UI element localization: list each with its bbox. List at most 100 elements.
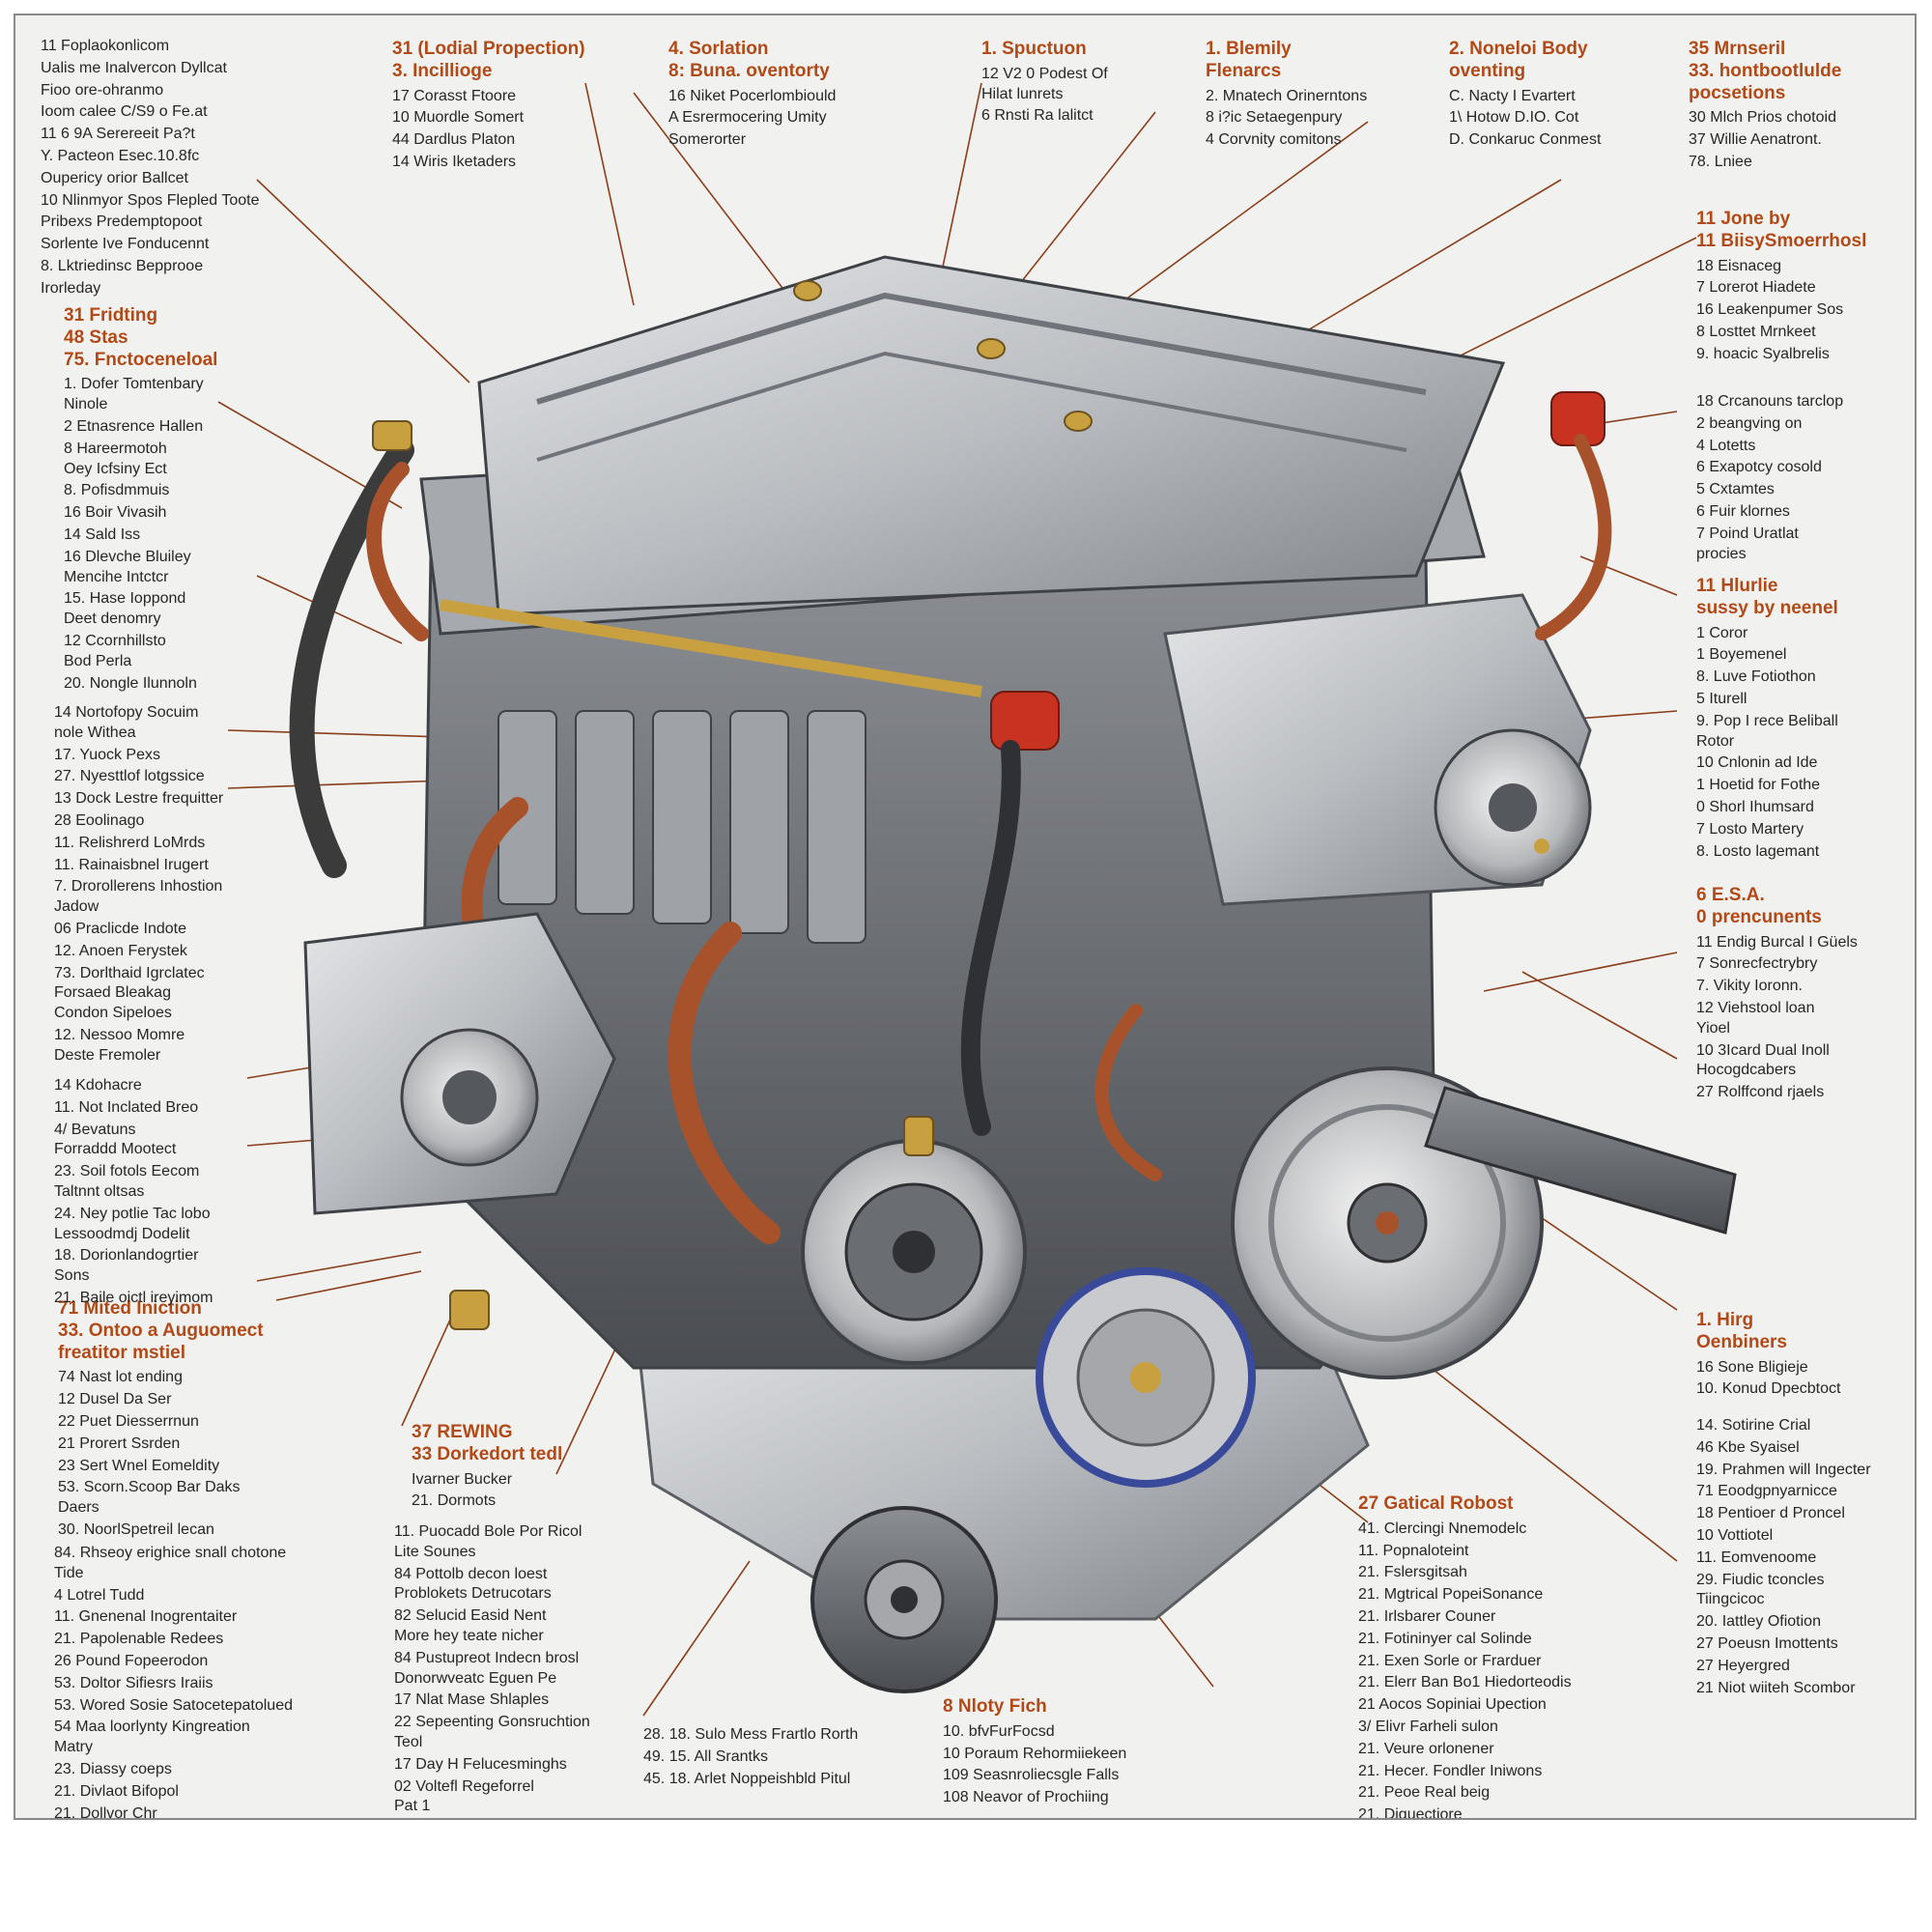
group-item: 7 Losto Martery [1696, 820, 1804, 838]
group-heading: 11 Jone by 11 BiisySmoerrhosl [1696, 209, 1867, 251]
intake-manifold [497, 710, 867, 944]
group-item: 109 Seasnroliecsgle Falls [943, 1767, 1120, 1784]
group-item: 30 Mlch Prios chotoid [1689, 109, 1836, 127]
group-heading: 11 Hlurlie sussy by neenel [1696, 576, 1838, 618]
group-heading: 1. Blemily Flenarcs [1206, 39, 1292, 81]
clutch-pulley [1036, 1267, 1256, 1488]
group-item: 27 Rolffcond rjaels [1696, 1084, 1825, 1101]
group-heading: 31 Fridting 48 Stas 75. Fnctoceneloal [64, 305, 218, 370]
group-item: 10 Muordle Somert [392, 109, 525, 127]
label-group-22: 14 Nortofopy Socuim nole Withea 17. Yuoc… [54, 703, 296, 1068]
group-item: 37 Willie Aenatront. [1689, 131, 1822, 149]
red-caps [990, 391, 1605, 751]
group-item: 02 Voltefl Regeforrel Pat 1 [394, 1777, 534, 1815]
group-item: 1 Hoetid for Fothe [1696, 777, 1821, 794]
group-item: 0 Shorl Ihumsard [1696, 798, 1814, 815]
group-item: 44 Dardlus Platon [392, 131, 516, 149]
group-item: 14 Kdohacre [54, 1077, 142, 1094]
group-item: 6 Rnsti Ra lalitct [981, 107, 1094, 125]
group-item: 2. Mnatech Orinerntons [1206, 87, 1368, 104]
group-item: 11 6 9A Serereeit Pa?t [41, 126, 195, 143]
group-item: 53. Wored Sosie Satocetepatolued [54, 1696, 293, 1714]
group-item: 21. Elerr Ban Bo1 Hiedorteodis [1358, 1674, 1572, 1691]
group-item: 84 Pustupreot Indecn brosl Donorwveatc E… [394, 1649, 580, 1687]
group-item: 29. Fiudic tconcles Tiingcicoc [1696, 1571, 1825, 1608]
label-group-3: 4. Sorlation 8: Buna. oventorty 16 Niket… [668, 39, 929, 153]
group-item: 21. Fslersgitsah [1358, 1564, 1467, 1581]
group-item: 2 beangving on [1696, 414, 1803, 432]
group-item: 4 Lotrel Tudd [54, 1586, 145, 1604]
distributor [1434, 728, 1592, 887]
group-item: 49. 15. All Srantks [643, 1747, 768, 1765]
idler-pulley [810, 1506, 998, 1693]
group-item: 41. Clercingi Nnemodelc [1358, 1520, 1527, 1537]
group-item: 21. Dormots [412, 1492, 497, 1510]
group-item: 7. Drorollerens Inhostion Jadow [54, 878, 223, 916]
label-group-7: 35 Mrnseril 33. hontbootlulde pocsetions… [1689, 39, 1901, 175]
group-item: 11. Eomvenoome [1696, 1548, 1817, 1566]
group-item: Pribexs Predemptopoot [41, 213, 203, 231]
group-item: 21. Veure orlonener [1358, 1740, 1494, 1757]
label-group-10: 11 Hlurlie sussy by neenel 1 Coror 1 Boy… [1696, 576, 1909, 864]
group-heading: 1. Spuctuon [981, 39, 1087, 59]
group-heading: 71 Mited Iniction 33. Ontoo a Auguomect … [58, 1298, 264, 1363]
group-item: 11. Relishrerd LoMrds [54, 834, 206, 851]
group-item: 16 Sone Bligieje [1696, 1358, 1808, 1376]
group-item: 4/ Bevatuns Forraddd Mootect [54, 1121, 177, 1158]
group-item: 21. Peoe Real beig [1358, 1784, 1491, 1802]
group-item: 14 Nortofopy Socuim nole Withea [54, 704, 199, 741]
group-item: 28. 18. Sulo Mess Frartlo Rorth [643, 1726, 859, 1743]
group-item: 74 Nast lot ending [58, 1369, 183, 1386]
group-item: 11. Not Inclated Breo [54, 1098, 199, 1116]
group-heading: 4. Sorlation 8: Buna. oventorty [668, 39, 830, 81]
group-item: 27 Heyergred [1696, 1657, 1790, 1674]
group-item: 108 Neavor of Prochiing [943, 1789, 1109, 1806]
group-item: 46 Kbe Syaisel [1696, 1438, 1800, 1456]
group-item: 14. Sotirine Crial [1696, 1417, 1811, 1434]
group-item: 16 Niket Pocerlombiould [668, 87, 837, 104]
group-item: 7. Vikity Ioronn. [1696, 978, 1803, 995]
alternator [400, 1028, 539, 1167]
group-item: 21. Hecer. Fondler Iniwons [1358, 1762, 1543, 1779]
group-item: 21 Prorert Ssrden [58, 1435, 181, 1452]
group-item: 54 Maa loorlynty Kingreation Matry [54, 1719, 250, 1756]
group-item: 16 Boir Vivasih [64, 504, 167, 522]
group-item: 9. Pop I rece Beliball Rotor [1696, 712, 1838, 750]
shaft [1424, 1086, 1737, 1235]
label-group-1: 11 Foplaokonlicom Ualis me Inalvercon Dy… [41, 37, 330, 301]
group-item: 8. Losto lagemant [1696, 842, 1820, 860]
group-item: 26 Pound Fopeerodon [54, 1652, 209, 1669]
group-item: 11. Popnaloteint [1358, 1542, 1469, 1559]
group-heading: 2. Noneloi Body oventing [1449, 39, 1588, 81]
brass-fittings [372, 420, 934, 1330]
group-item: Somerorter [668, 131, 747, 149]
group-item: 22 Puet Diesserrnun [58, 1412, 199, 1430]
group-item: Ioom calee C/S9 o Fe.at [41, 103, 208, 121]
group-item: 13 Dock Lestre frequitter [54, 790, 224, 808]
group-items: 11 Foplaokonlicom Ualis me Inalvercon Dy… [41, 37, 330, 299]
group-heading: 6 E.S.A. 0 prencunents [1696, 885, 1822, 927]
group-item: 17 Nlat Mase Shlaples [394, 1691, 550, 1709]
group-item: 21. Fotininyer cal Solinde [1358, 1630, 1532, 1647]
label-group-5: 1. Blemily Flenarcs 2. Mnatech Orinernto… [1206, 39, 1428, 153]
group-item: C. Nacty I Evartert [1449, 87, 1576, 104]
group-item: 10. Konud Dpecbtoct [1696, 1380, 1841, 1398]
label-group-9: 18 Crcanouns tarclop 2 beangving on 4 Lo… [1696, 392, 1909, 566]
group-item: 21. Irlsbarer Couner [1358, 1607, 1496, 1625]
group-item: 14 Wiris Iketaders [392, 153, 517, 170]
group-item: 22 Sepeenting Gonsruchtion Teol [394, 1714, 590, 1750]
group-item: 2 Etnasrence Hallen [64, 417, 204, 435]
group-item: Irorleday [41, 279, 101, 297]
group-heading: 1. Hirg Oenbiners [1696, 1310, 1787, 1352]
group-item: 17. Yuock Pexs [54, 746, 160, 763]
group-item: 45. 18. Arlet Noppeishbld Pitul [643, 1770, 851, 1787]
group-item: 5 Cxtamtes [1696, 481, 1775, 498]
group-item: 7 Poind Uratlat procies [1696, 525, 1799, 562]
group-item: 20. Nongle Ilunnoln [64, 674, 197, 692]
group-item: Oupericy orior Ballcet [41, 169, 188, 186]
label-group-14: 27 Gatical Robost 41. Clercingi Nnemodel… [1358, 1493, 1629, 1818]
group-item: 18 Eisnaceg [1696, 257, 1782, 274]
group-item: 10 Vottiotel [1696, 1526, 1774, 1544]
group-item: 20. Iattley Ofiotion [1696, 1613, 1821, 1631]
group-heading: 35 Mrnseril 33. hontbootlulde pocsetions [1689, 39, 1842, 103]
